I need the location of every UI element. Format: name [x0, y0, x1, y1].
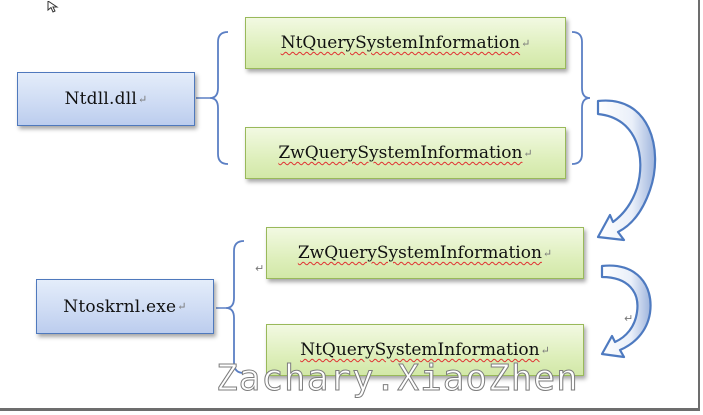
- ntoskrnl-function-2: NtQuerySystemInformation: [300, 340, 540, 360]
- watermark-text: Zachary.XiaoZhen: [216, 358, 579, 400]
- ntdll-function-box-1: NtQuerySystemInformation↵: [245, 17, 566, 69]
- ntoskrnl-label: Ntoskrnl.exe: [63, 296, 177, 317]
- ntdll-box: Ntdll.dll↵: [17, 72, 195, 126]
- ntdll-function-box-2: ZwQuerySystemInformation↵: [245, 127, 566, 179]
- ntdll-left-bracket: [209, 31, 229, 165]
- ntdll-label: Ntdll.dll: [64, 89, 137, 109]
- ntdll-function-1: NtQuerySystemInformation: [280, 33, 521, 53]
- ntoskrnl-function-box-2: NtQuerySystemInformation↵: [266, 324, 584, 376]
- paragraph-mark-2: ↵: [624, 312, 634, 325]
- ntoskrnl-function-box-1: ZwQuerySystemInformation↵: [266, 227, 584, 279]
- ntoskrnl-function-1: ZwQuerySystemInformation: [297, 243, 542, 263]
- ntoskrnl-left-bracket: [225, 240, 245, 374]
- paragraph-mark-1: ↵: [255, 262, 265, 275]
- curved-arrow-icon-small: [600, 264, 652, 359]
- curved-arrow-icon: [596, 99, 657, 242]
- ntoskrnl-box: Ntoskrnl.exe↵: [36, 279, 214, 334]
- ntdll-right-bracket: [571, 31, 591, 165]
- ntdll-function-2: ZwQuerySystemInformation: [278, 143, 523, 163]
- cursor-icon: [47, 0, 63, 17]
